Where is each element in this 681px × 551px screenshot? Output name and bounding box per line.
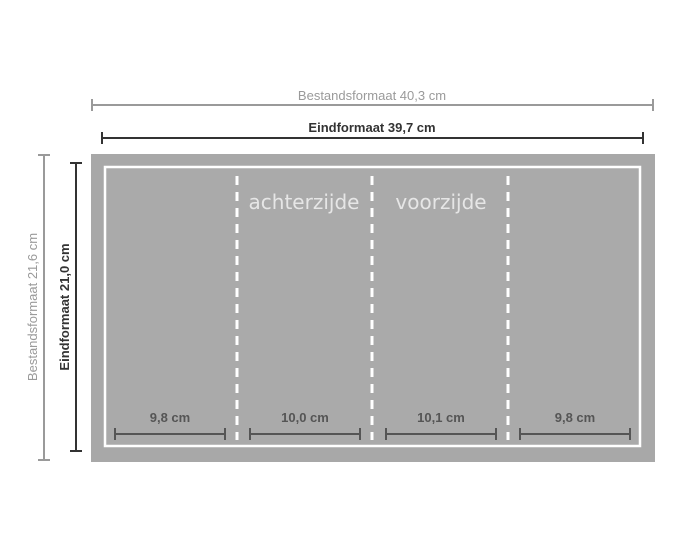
panel-4-width-label: 9,8 cm	[555, 410, 595, 425]
final-width-dimension: Eindformaat 39,7 cm	[101, 120, 644, 144]
panel-2-width-label: 10,0 cm	[281, 410, 329, 425]
file-height-label: Bestandsformaat 21,6 cm	[25, 233, 40, 381]
panel-2-dimension: 10,0 cm	[249, 410, 361, 440]
panel-1-width-label: 9,8 cm	[150, 410, 190, 425]
front-side-label: voorzijde	[395, 190, 486, 214]
panel-1-dimension: 9,8 cm	[114, 410, 226, 440]
final-width-label: Eindformaat 39,7 cm	[308, 120, 435, 135]
final-height-label: Eindformaat 21,0 cm	[57, 243, 72, 370]
fold-lines	[235, 176, 510, 440]
panel-3-width-label: 10,1 cm	[417, 410, 465, 425]
back-side-label: achterzijde	[249, 190, 360, 214]
panel-4-dimension: 9,8 cm	[519, 410, 631, 440]
file-width-label: Bestandsformaat 40,3 cm	[298, 88, 446, 103]
file-width-dimension: Bestandsformaat 40,3 cm	[91, 88, 654, 111]
final-height-dimension: Eindformaat 21,0 cm	[57, 162, 82, 452]
file-height-dimension: Bestandsformaat 21,6 cm	[25, 154, 50, 461]
panel-3-dimension: 10,1 cm	[385, 410, 497, 440]
